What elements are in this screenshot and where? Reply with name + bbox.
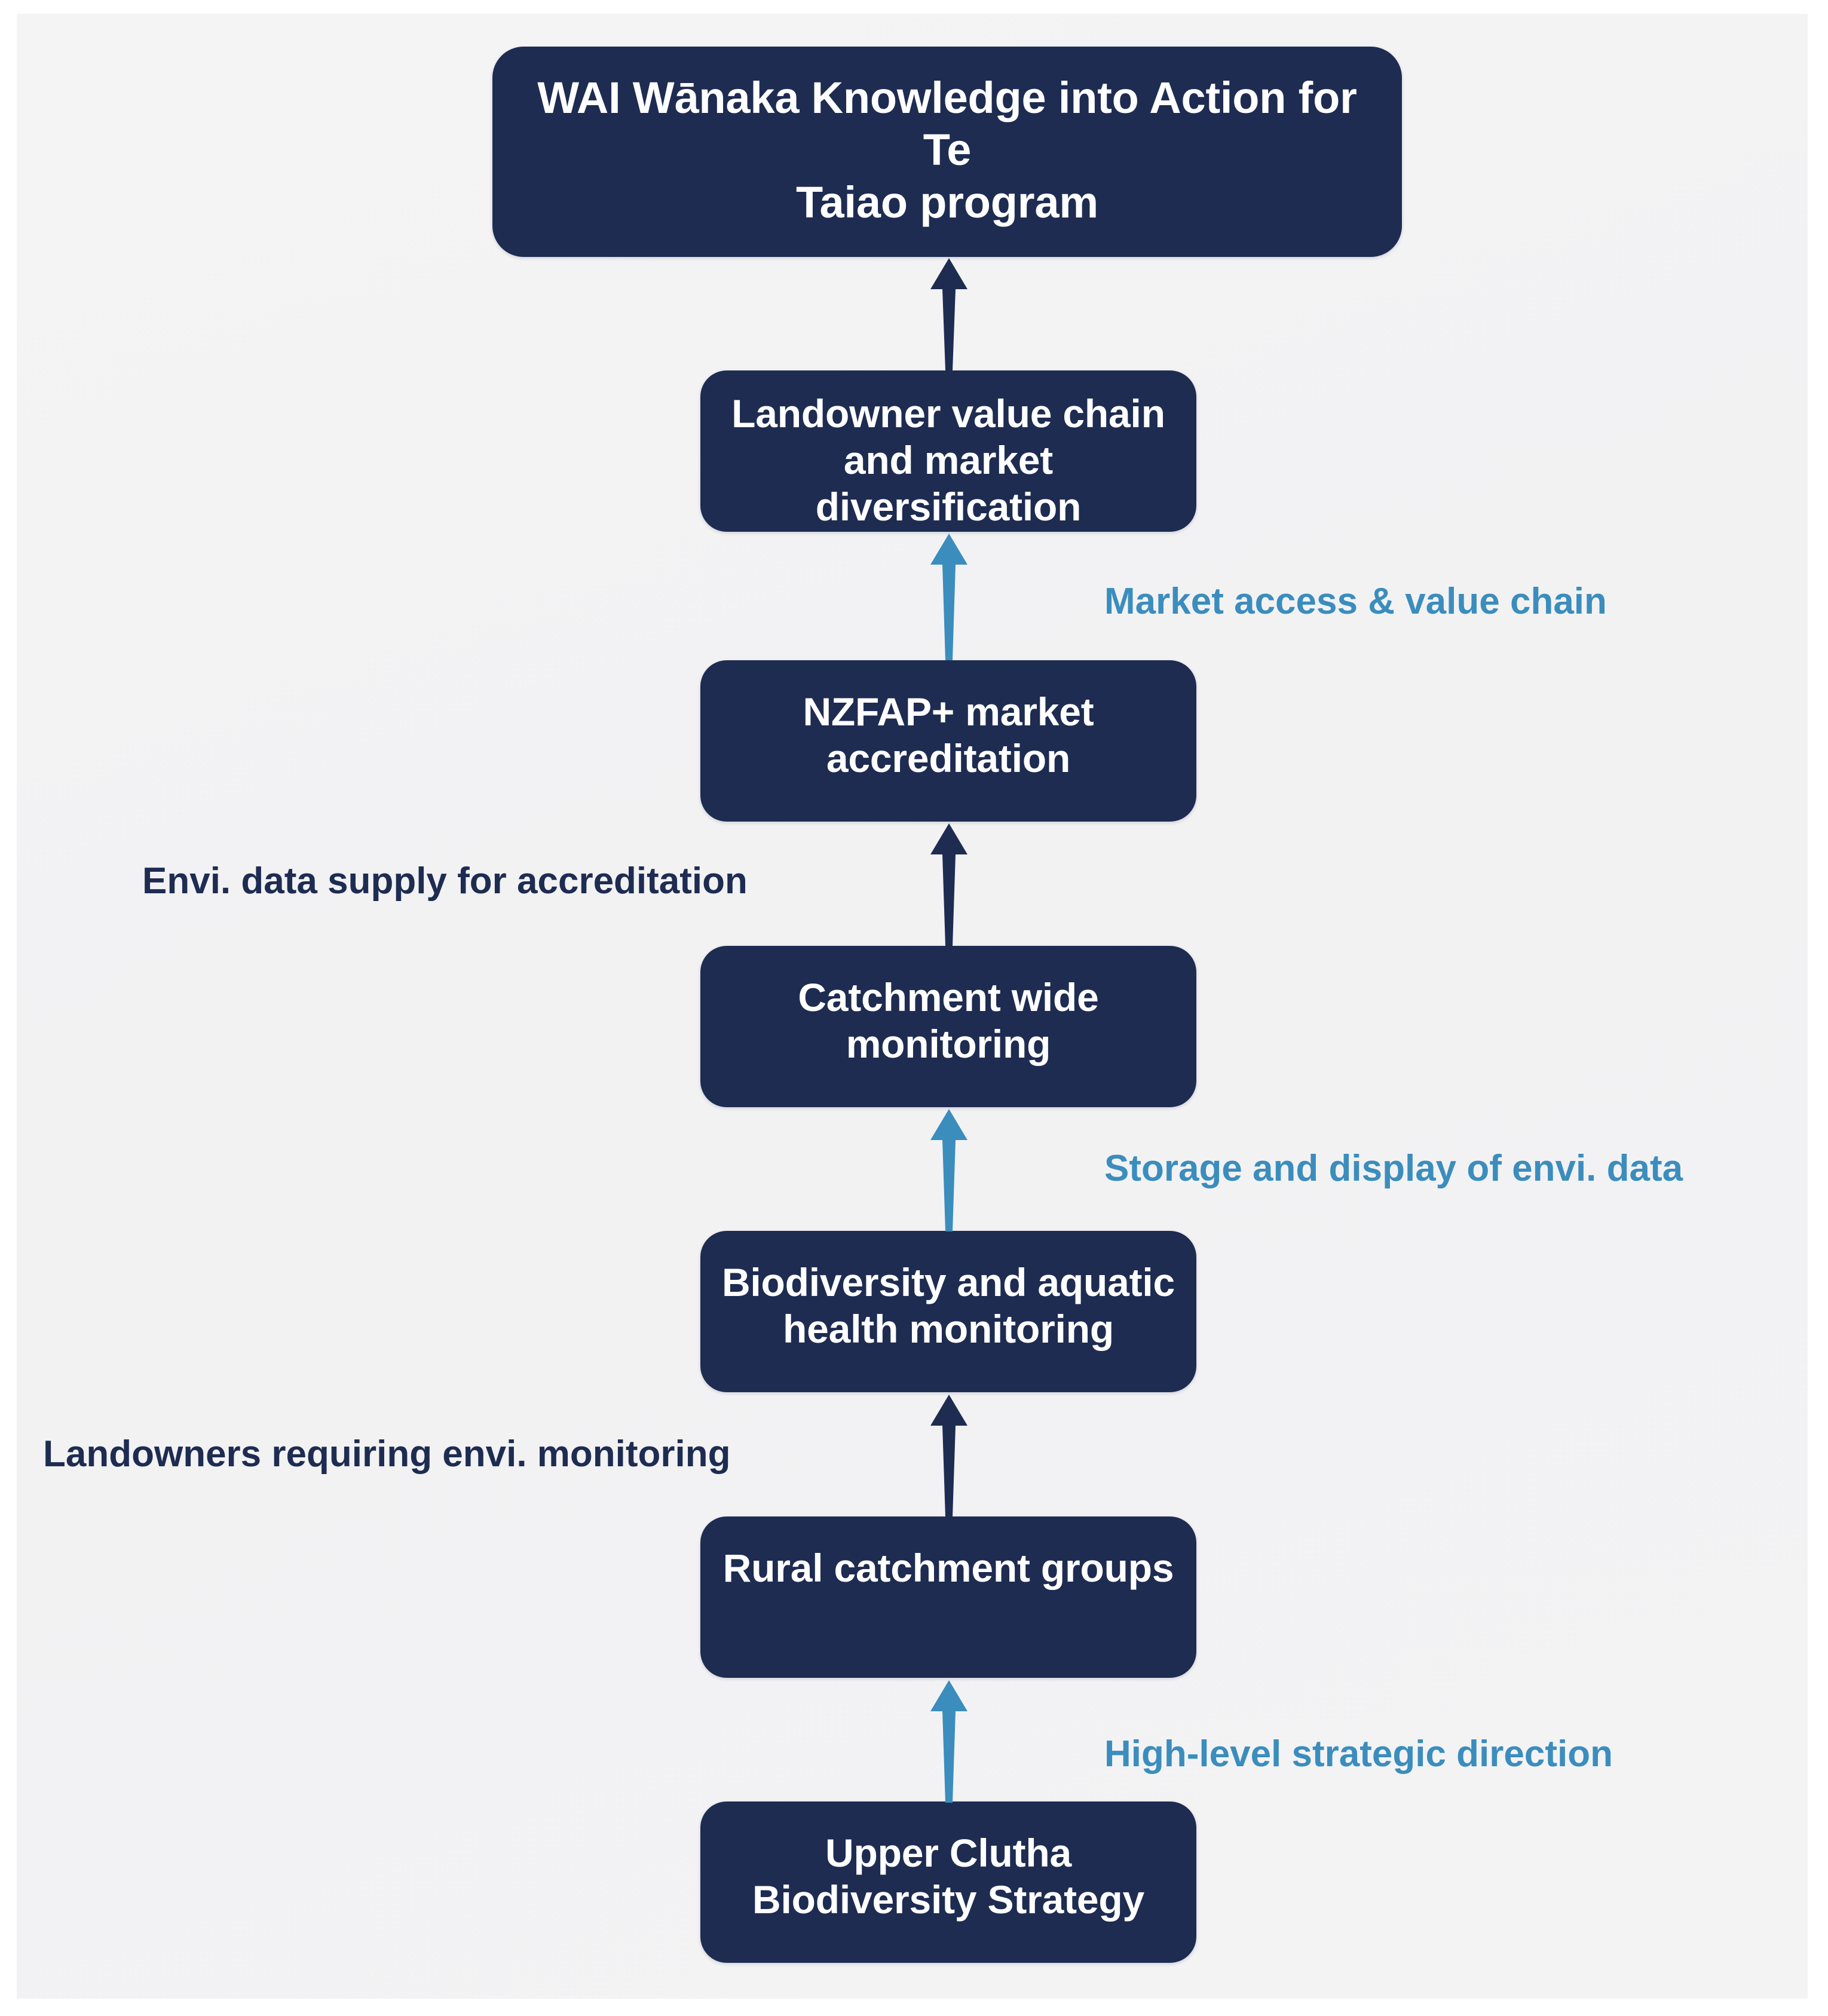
node-biodiversity[interactable]: Biodiversity and aquatic health monitori… [700,1231,1196,1392]
arrow-biodiversity-to-catchment [922,1109,976,1231]
node-catchment-label: Catchment wide monitoring [798,975,1099,1066]
edge-label-envi-data: Envi. data supply for accreditation [142,860,748,902]
arrow-strategy-to-rural [922,1680,976,1803]
node-program[interactable]: WAI Wānaka Knowledge into Action for Te … [492,47,1402,257]
edge-label-storage-display: Storage and display of envi. data [1104,1148,1683,1189]
node-rural[interactable]: Rural catchment groups [700,1516,1196,1678]
node-nzfap-label: NZFAP+ market accreditation [803,690,1094,780]
arrow-rural-to-biodiversity [922,1395,976,1517]
node-landowner[interactable]: Landowner value chain and market diversi… [700,370,1196,532]
arrow-nzfap-to-landowner [922,534,976,660]
arrow-catchment-to-nzfap [922,823,976,946]
edge-label-market-access: Market access & value chain [1104,581,1607,622]
edge-label-high-level-strategic: High-level strategic direction [1104,1733,1613,1775]
node-nzfap[interactable]: NZFAP+ market accreditation [700,660,1196,822]
edge-label-landowners-requiring: Landowners requiring envi. monitoring [43,1433,731,1475]
node-biodiversity-label: Biodiversity and aquatic health monitori… [721,1260,1175,1351]
node-strategy-label: Upper Clutha Biodiversity Strategy [752,1831,1145,1922]
node-strategy[interactable]: Upper Clutha Biodiversity Strategy [700,1801,1196,1963]
node-program-label: WAI Wānaka Knowledge into Action for Te … [537,73,1357,227]
arrow-landowner-to-program [922,258,976,370]
node-rural-label: Rural catchment groups [722,1546,1174,1590]
node-catchment[interactable]: Catchment wide monitoring [700,946,1196,1107]
node-landowner-label: Landowner value chain and market diversi… [731,391,1165,529]
